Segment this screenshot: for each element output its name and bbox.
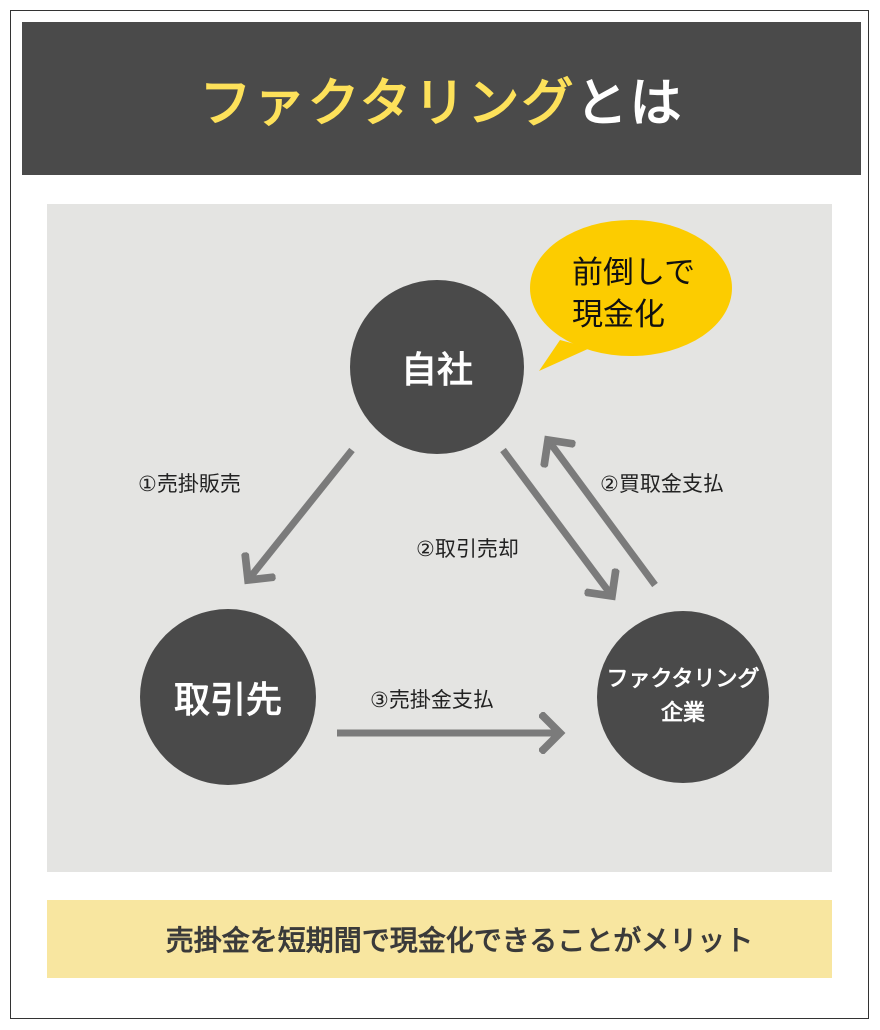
label-step2-sell: ②取引売却 [416,537,519,561]
node-factor: ファクタリング 企業 [597,611,769,783]
node-customer-label: 取引先 [173,680,282,721]
node-factor-label-1: ファクタリング [606,667,760,692]
label-step3: ③売掛金支払 [370,688,494,712]
arrow-sell-receivable [500,447,612,596]
footer-text: 売掛金を短期間で現金化できることがメリット [165,924,754,957]
arrow-purchase-payment [548,440,658,588]
node-customer-circle [140,609,316,785]
node-factor-label-2: 企業 [660,701,705,726]
node-self-label: 自社 [400,350,473,391]
node-self: 自社 [350,280,524,454]
footer-banner: 売掛金を短期間で現金化できることがメリット [47,900,832,978]
speech-bubble-body [530,220,732,356]
label-step1: ①売掛販売 [138,472,241,496]
node-customer: 取引先 [140,609,316,785]
bubble-text: 前倒しで 現金化 [572,252,695,336]
node-factor-circle [597,611,769,783]
title-highlight: ファクタリング [199,74,576,134]
title-rest: とは [575,74,684,134]
node-self-circle [350,280,524,454]
arrow-sale [248,447,355,580]
bubble-line2: 現金化 [572,297,665,333]
speech-bubble [539,340,590,371]
label-step2-pay: ②買取金支払 [600,472,724,496]
header-banner: ファクタリングとは [22,22,861,175]
outer-frame [10,10,869,1019]
bubble-line1: 前倒しで [572,255,696,291]
